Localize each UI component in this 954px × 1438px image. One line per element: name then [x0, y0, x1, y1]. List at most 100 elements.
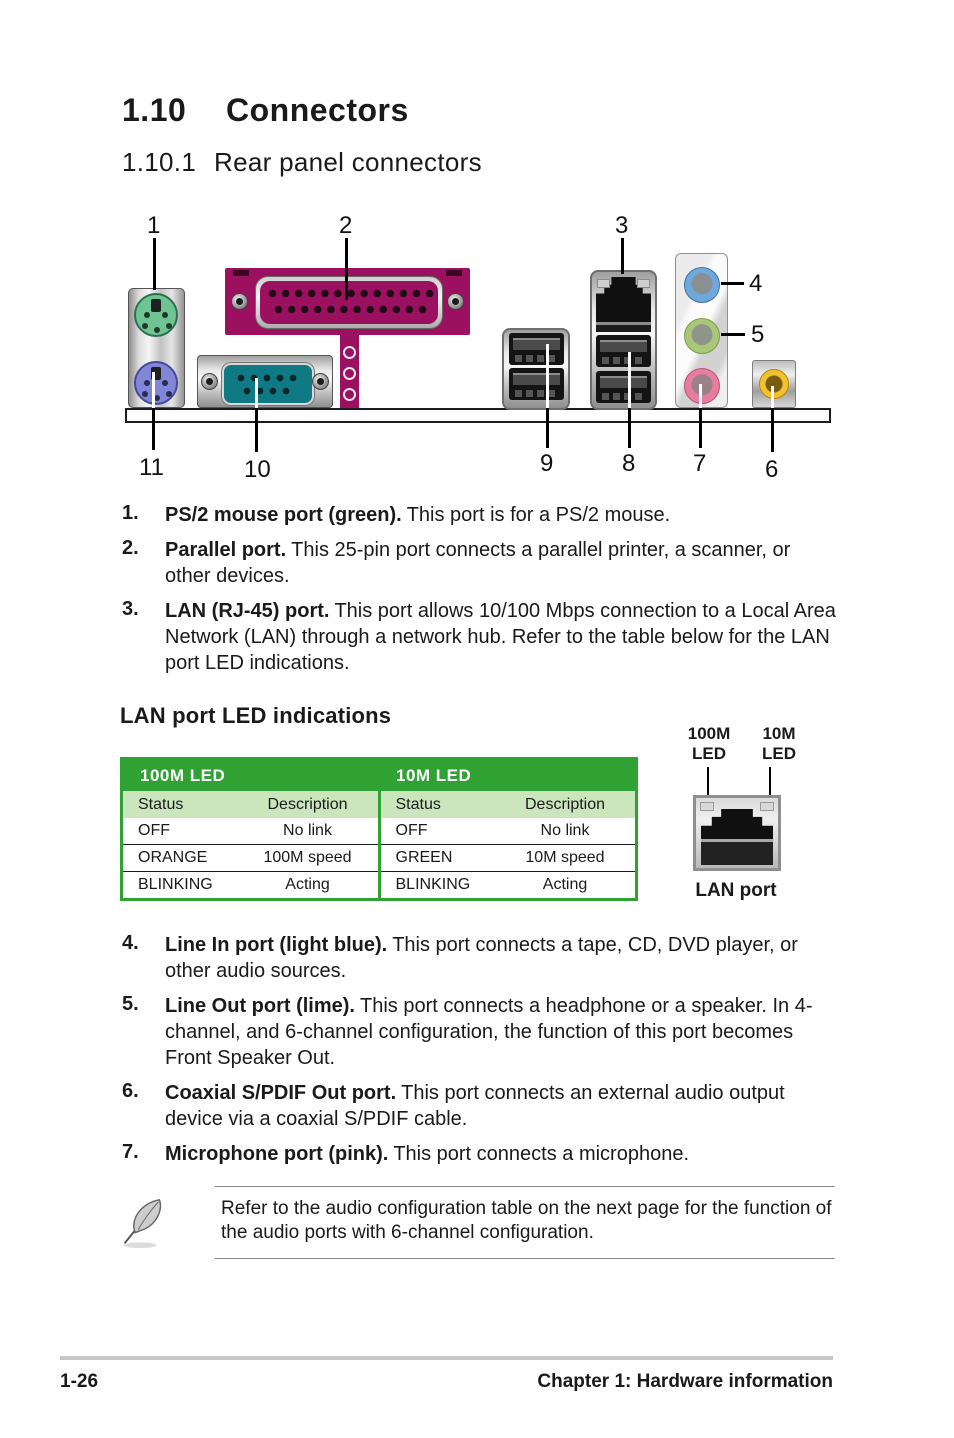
chapter-title: Chapter 1: Hardware information — [537, 1371, 833, 1392]
list-item: 2. Parallel port.This 25-pin port connec… — [122, 537, 791, 587]
callout-line-2 — [345, 238, 348, 300]
pin-holes — [235, 372, 300, 384]
port-desc: This port connects a microphone. — [393, 1143, 690, 1165]
lan-led-table: 100M LED 10M LED Status Description OFF … — [120, 757, 638, 901]
table-row: BLINKING Acting — [380, 871, 635, 898]
callout-1: 1 — [147, 212, 161, 239]
led-label-100m: 100M LED — [687, 724, 731, 763]
screw-icon — [312, 373, 329, 390]
audio-bracket — [675, 253, 728, 408]
callout-line-6 — [771, 408, 774, 452]
pin-holes — [266, 287, 436, 300]
screw-icon — [447, 293, 464, 310]
usb-port — [508, 333, 564, 365]
usb-ports-block — [502, 328, 570, 410]
subsection-title: Rear panel connectors — [214, 147, 482, 177]
note-box: Refer to the audio configuration table o… — [113, 1186, 835, 1259]
callout-7: 7 — [693, 450, 707, 477]
list-item: 3. LAN (RJ-45) port.This port allows 10/… — [122, 598, 836, 674]
note-text: Refer to the audio configuration table o… — [215, 1186, 835, 1259]
port-desc: This port connects a tape, CD, DVD playe… — [165, 934, 798, 982]
subsection-number: 1.10.1 — [122, 147, 197, 177]
list-item: 4. Line In port (light blue).This port c… — [122, 932, 798, 982]
table-header-row: 100M LED 10M LED — [123, 760, 635, 791]
pin-holes — [241, 385, 293, 397]
section-title: Connectors — [226, 92, 409, 128]
figure-caption: LAN port — [695, 880, 777, 901]
line-out-jack — [684, 318, 720, 354]
rj45-plug-shape — [701, 809, 773, 865]
page-number: 1-26 — [60, 1371, 99, 1392]
ports-list-bottom: 4. Line In port (light blue).This port c… — [122, 932, 840, 1176]
usb-port — [596, 371, 651, 403]
rj45-port-illustration — [693, 795, 781, 871]
dsub25-connector — [255, 276, 443, 329]
lan-usb-block — [590, 270, 657, 410]
rca-jack — [759, 369, 789, 399]
table-row: GREEN 10M speed — [380, 844, 635, 871]
section-heading: 1.10 Connectors — [122, 92, 409, 129]
table-row: ORANGE 100M speed — [123, 844, 378, 871]
pin-holes — [272, 303, 430, 316]
callout-6: 6 — [765, 456, 779, 483]
callout-line-11 — [152, 408, 155, 450]
port-desc: This port connects a headphone or a spea… — [165, 995, 813, 1069]
port-term: Line In port (light blue). — [165, 934, 388, 956]
ps2-keyboard-port — [134, 361, 178, 405]
lan-port-figure: 100M LED 10M LED LAN port — [676, 720, 844, 910]
callout-10: 10 — [244, 456, 271, 483]
table-subheader-row: Status Description — [123, 791, 378, 818]
lan-led-indicator — [637, 279, 650, 288]
parallel-port-stem — [340, 334, 359, 408]
io-shield-bar — [125, 408, 831, 423]
callout-line-3 — [621, 238, 624, 274]
port-desc: This port is for a PS/2 mouse. — [406, 504, 671, 526]
callout-line-1 — [153, 238, 156, 290]
led-pointer-line — [769, 767, 771, 795]
led-pointer-line — [707, 767, 709, 795]
callout-8: 8 — [622, 450, 636, 477]
list-item: 6. Coaxial S/PDIF Out port.This port con… — [122, 1080, 785, 1130]
footer-rule — [60, 1356, 833, 1360]
lan-led-indicator — [700, 802, 714, 811]
table-row: OFF No link — [138, 822, 332, 839]
usb-port — [508, 368, 564, 400]
table-divider — [377, 791, 381, 898]
rear-panel-diagram: 1 2 3 — [123, 212, 835, 486]
table-subheader-row: Status Description — [380, 791, 635, 818]
table-half-10m: Status Description OFF No link GREEN 10M… — [380, 791, 635, 898]
port-term: Microphone port (pink). — [165, 1143, 389, 1165]
column-group-header: 100M LED — [140, 765, 226, 785]
ps2-bracket — [128, 288, 185, 408]
dsub9-connector — [222, 363, 314, 405]
callout-3: 3 — [615, 212, 629, 239]
led-table-heading: LAN port LED indications — [120, 703, 392, 728]
line-in-jack — [684, 267, 720, 303]
screw-icon — [231, 293, 248, 310]
callout-9: 9 — [540, 450, 554, 477]
serial-port — [197, 355, 333, 408]
callout-4: 4 — [749, 270, 763, 297]
callout-5: 5 — [751, 321, 765, 348]
section-number: 1.10 — [122, 92, 187, 128]
callout-11: 11 — [139, 454, 164, 481]
table-half-100m: Status Description OFF No link ORANGE 10… — [123, 791, 378, 898]
callout-line-10 — [255, 408, 258, 452]
callout-2: 2 — [339, 212, 353, 239]
led-label-10m: 10M LED — [762, 724, 796, 763]
port-term: PS/2 mouse port (green). — [165, 504, 402, 526]
callout-line-5 — [721, 333, 745, 336]
ps2-mouse-port — [134, 293, 178, 337]
port-term: LAN (RJ-45) port. — [165, 600, 330, 622]
spdif-coaxial-port — [752, 360, 796, 408]
lan-led-indicator — [760, 802, 774, 811]
table-row: BLINKING Acting — [123, 871, 378, 898]
port-desc: This port connects an external audio out… — [165, 1082, 785, 1130]
screw-icon — [201, 373, 218, 390]
port-term: Parallel port. — [165, 539, 287, 561]
microphone-jack — [684, 368, 720, 404]
ports-list-top: 1. PS/2 mouse port (green).This port is … — [122, 502, 840, 685]
callout-line-9 — [546, 408, 549, 448]
port-term: Coaxial S/PDIF Out port. — [165, 1082, 397, 1104]
